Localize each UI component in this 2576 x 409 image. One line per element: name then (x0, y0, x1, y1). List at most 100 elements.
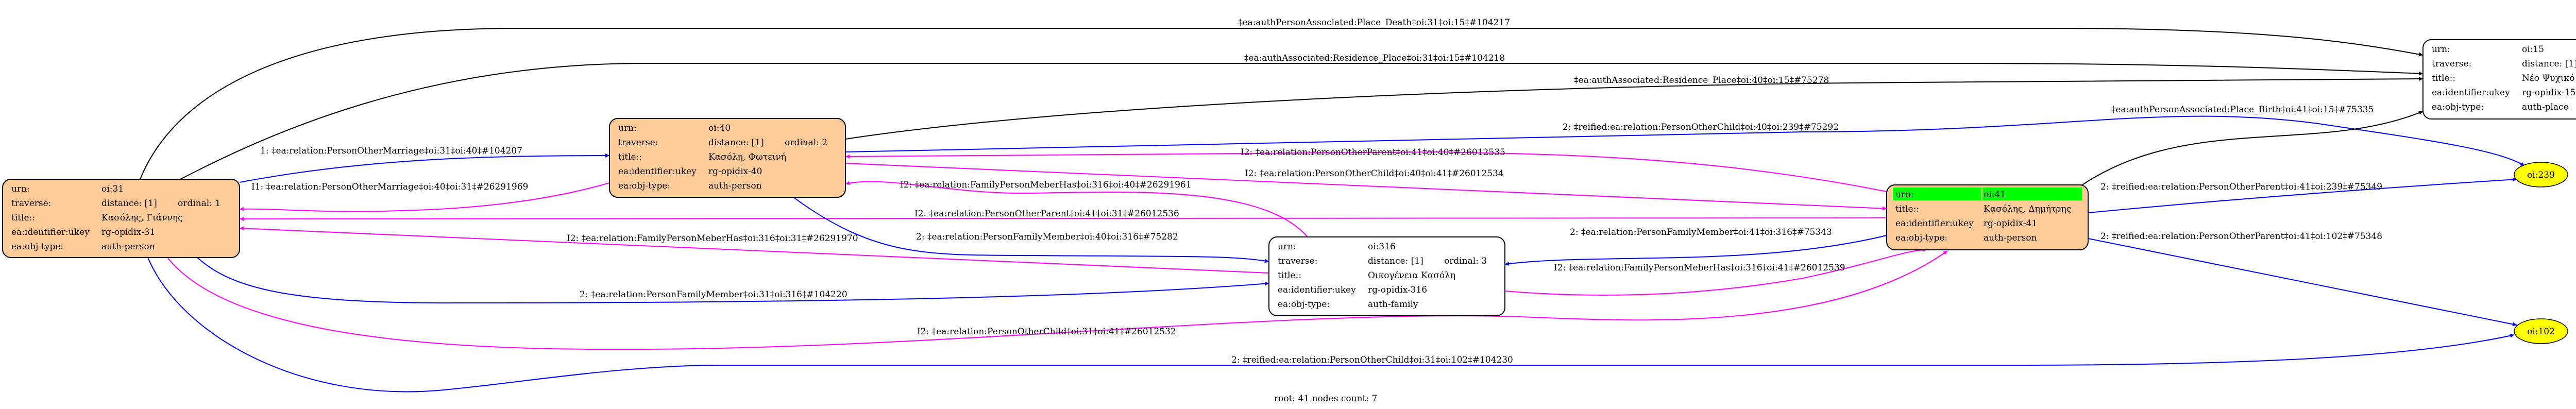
edge-forward[interactable] (239, 154, 610, 183)
edge-inverse[interactable] (239, 226, 1269, 274)
edge-label: 1: ‡ea:relation:PersonOtherMarriage‡oi:3… (260, 146, 522, 156)
row-value-ukey: rg-opidix-40 (708, 166, 762, 177)
nodes-layer: urn: oi:31 traverse: distance: [1] ordinal: … (2, 39, 2576, 344)
edge-forward[interactable] (2088, 238, 2517, 327)
row-label-ukey: ea:identifier:ukey (1895, 218, 1974, 229)
row-value-title: Κασόλη, Φωτεινή (708, 152, 786, 162)
row-value-title: Οικογένεια Κασόλη (1368, 270, 1455, 281)
edge-inverse[interactable] (845, 151, 1887, 192)
edge-inverse[interactable] (845, 163, 1887, 211)
row-value-ukey: rg-opidix-15 (2522, 88, 2575, 98)
row-value-urn: oi:31 (101, 184, 124, 194)
node-box (2, 179, 240, 258)
edge-attribute[interactable] (180, 63, 2424, 180)
edges-layer (140, 28, 2525, 393)
edge-labels-layer: ‡ea:authPersonAssociated:Place_Death‡oi:… (251, 18, 2382, 365)
edge-label: I2: ‡ea:relation:FamilyPersonMeberHas‡oi… (900, 180, 1192, 190)
row-value-obj_type: auth-person (1984, 233, 2037, 243)
edge-forward[interactable] (793, 197, 1269, 263)
edge-label: I2: ‡ea:relation:PersonOtherParent‡oi:41… (1241, 147, 1505, 158)
row-label-title: title:: (618, 152, 642, 162)
traverse-ordinal: ordinal: 1 (178, 198, 221, 209)
edge-forward[interactable] (197, 257, 1269, 304)
edge-label: I2: ‡ea:relation:FamilyPersonMeberHas‡oi… (1554, 263, 1845, 273)
ref-node-oi-239[interactable]: oi:239 (2514, 162, 2568, 188)
traverse-distance: distance: [1] (2522, 59, 2576, 69)
row-label-traverse: traverse: (11, 198, 51, 209)
graph-footer: root: 41 nodes count: 7 (1274, 394, 1377, 404)
edge-forward[interactable] (845, 115, 2525, 166)
edge-label: ‡ea:authPersonAssociated:Place_Birth‡oi:… (2111, 105, 2374, 115)
row-label-title: title:: (1278, 270, 1301, 281)
edge-label: 2: ‡ea:relation:PersonFamilyMember‡oi:41… (1570, 227, 1832, 237)
row-label-traverse: traverse: (2432, 59, 2471, 69)
row-label-ukey: ea:identifier:ukey (11, 227, 90, 237)
row-label-obj_type: ea:obj-type: (2432, 102, 2484, 112)
edge-label: 2: ‡reified:ea:relation:PersonOtherChild… (1563, 122, 1839, 132)
row-value-urn: oi:41 (1984, 190, 2006, 200)
row-label-obj_type: ea:obj-type: (1895, 233, 1947, 243)
edge-forward[interactable] (147, 257, 2515, 393)
row-value-obj_type: auth-person (101, 242, 155, 252)
edge-label: I2: ‡ea:relation:FamilyPersonMeberHas‡oi… (567, 233, 858, 244)
row-label-obj_type: ea:obj-type: (1278, 299, 1330, 310)
traverse-distance: distance: [1] (1368, 256, 1423, 266)
edge-label: 2: ‡reified:ea:relation:PersonOtherParen… (2100, 231, 2382, 242)
traverse-distance: distance: [1] (101, 198, 157, 209)
row-label-urn: urn: (618, 123, 637, 133)
row-label-urn: urn: (2432, 44, 2450, 55)
node-box (2422, 39, 2576, 120)
edge-label: I2: ‡ea:relation:PersonOtherParent‡oi:41… (914, 209, 1179, 219)
row-value-title: Κασόλης, Γιάννης (101, 213, 183, 223)
edge-inverse[interactable] (167, 250, 1948, 350)
row-value-ukey: rg-opidix-41 (1984, 218, 2037, 229)
edge-forward[interactable] (2088, 177, 2517, 213)
row-value-title: Κασόλης, Δημήτρης (1984, 204, 2071, 214)
row-label-urn: urn: (1895, 190, 1914, 200)
ref-node-ellipse (2514, 162, 2568, 188)
edge-forward[interactable] (1504, 235, 1887, 266)
edge-inverse[interactable] (1504, 248, 1927, 296)
row-label-title: title:: (2432, 73, 2455, 83)
edge-inverse[interactable] (845, 181, 1308, 237)
row-label-title: title:: (1895, 204, 1919, 214)
row-label-ukey: ea:identifier:ukey (2432, 88, 2510, 98)
row-label-title: title:: (11, 213, 35, 223)
edge-label: ‡ea:authPersonAssociated:Place_Death‡oi:… (1238, 18, 1510, 28)
row-label-traverse: traverse: (618, 138, 658, 148)
ref-node-label: oi:239 (2527, 170, 2555, 180)
traverse-distance: distance: [1] (708, 138, 764, 148)
node-oi-40[interactable]: urn: oi:40 traverse: distance: [1] ordinal: … (609, 118, 846, 198)
edge-label: ‡ea:authAssociated:Residence_Place‡oi:31… (1244, 53, 1505, 63)
edge-label: I2: ‡ea:relation:PersonOtherChild‡oi:40‡… (1245, 168, 1504, 179)
edge-inverse[interactable] (239, 216, 1887, 221)
row-value-title: Νέο Ψυχικό (2522, 73, 2574, 83)
row-label-ukey: ea:identifier:ukey (1278, 285, 1356, 295)
node-box (609, 118, 846, 198)
edge-attribute[interactable] (140, 28, 2424, 180)
edge-label: 2: ‡reified:ea:relation:PersonOtherParen… (2100, 182, 2382, 192)
row-value-urn: oi:40 (708, 123, 731, 133)
row-label-traverse: traverse: (1278, 256, 1317, 266)
row-value-obj_type: auth-person (708, 181, 762, 191)
row-value-urn: oi:15 (2522, 44, 2544, 55)
edge-attribute[interactable] (845, 77, 2424, 140)
row-label-ukey: ea:identifier:ukey (618, 166, 697, 177)
row-label-obj_type: ea:obj-type: (11, 242, 63, 252)
row-label-urn: urn: (1278, 242, 1296, 252)
edge-label: 2: ‡reified:ea:relation:PersonOtherChild… (1231, 355, 1513, 365)
ref-node-oi-102[interactable]: oi:102 (2514, 318, 2568, 344)
edge-label: I1: ‡ea:relation:PersonOtherMarriage‡oi:… (251, 182, 528, 192)
traverse-ordinal: ordinal: 2 (785, 138, 827, 148)
row-value-obj_type: auth-family (1368, 299, 1418, 310)
root-highlight (1893, 188, 1981, 200)
traverse-ordinal: ordinal: 3 (1444, 256, 1487, 266)
row-label-obj_type: ea:obj-type: (618, 181, 670, 191)
edge-attribute[interactable] (2081, 111, 2424, 186)
edge-inverse[interactable] (239, 182, 610, 212)
